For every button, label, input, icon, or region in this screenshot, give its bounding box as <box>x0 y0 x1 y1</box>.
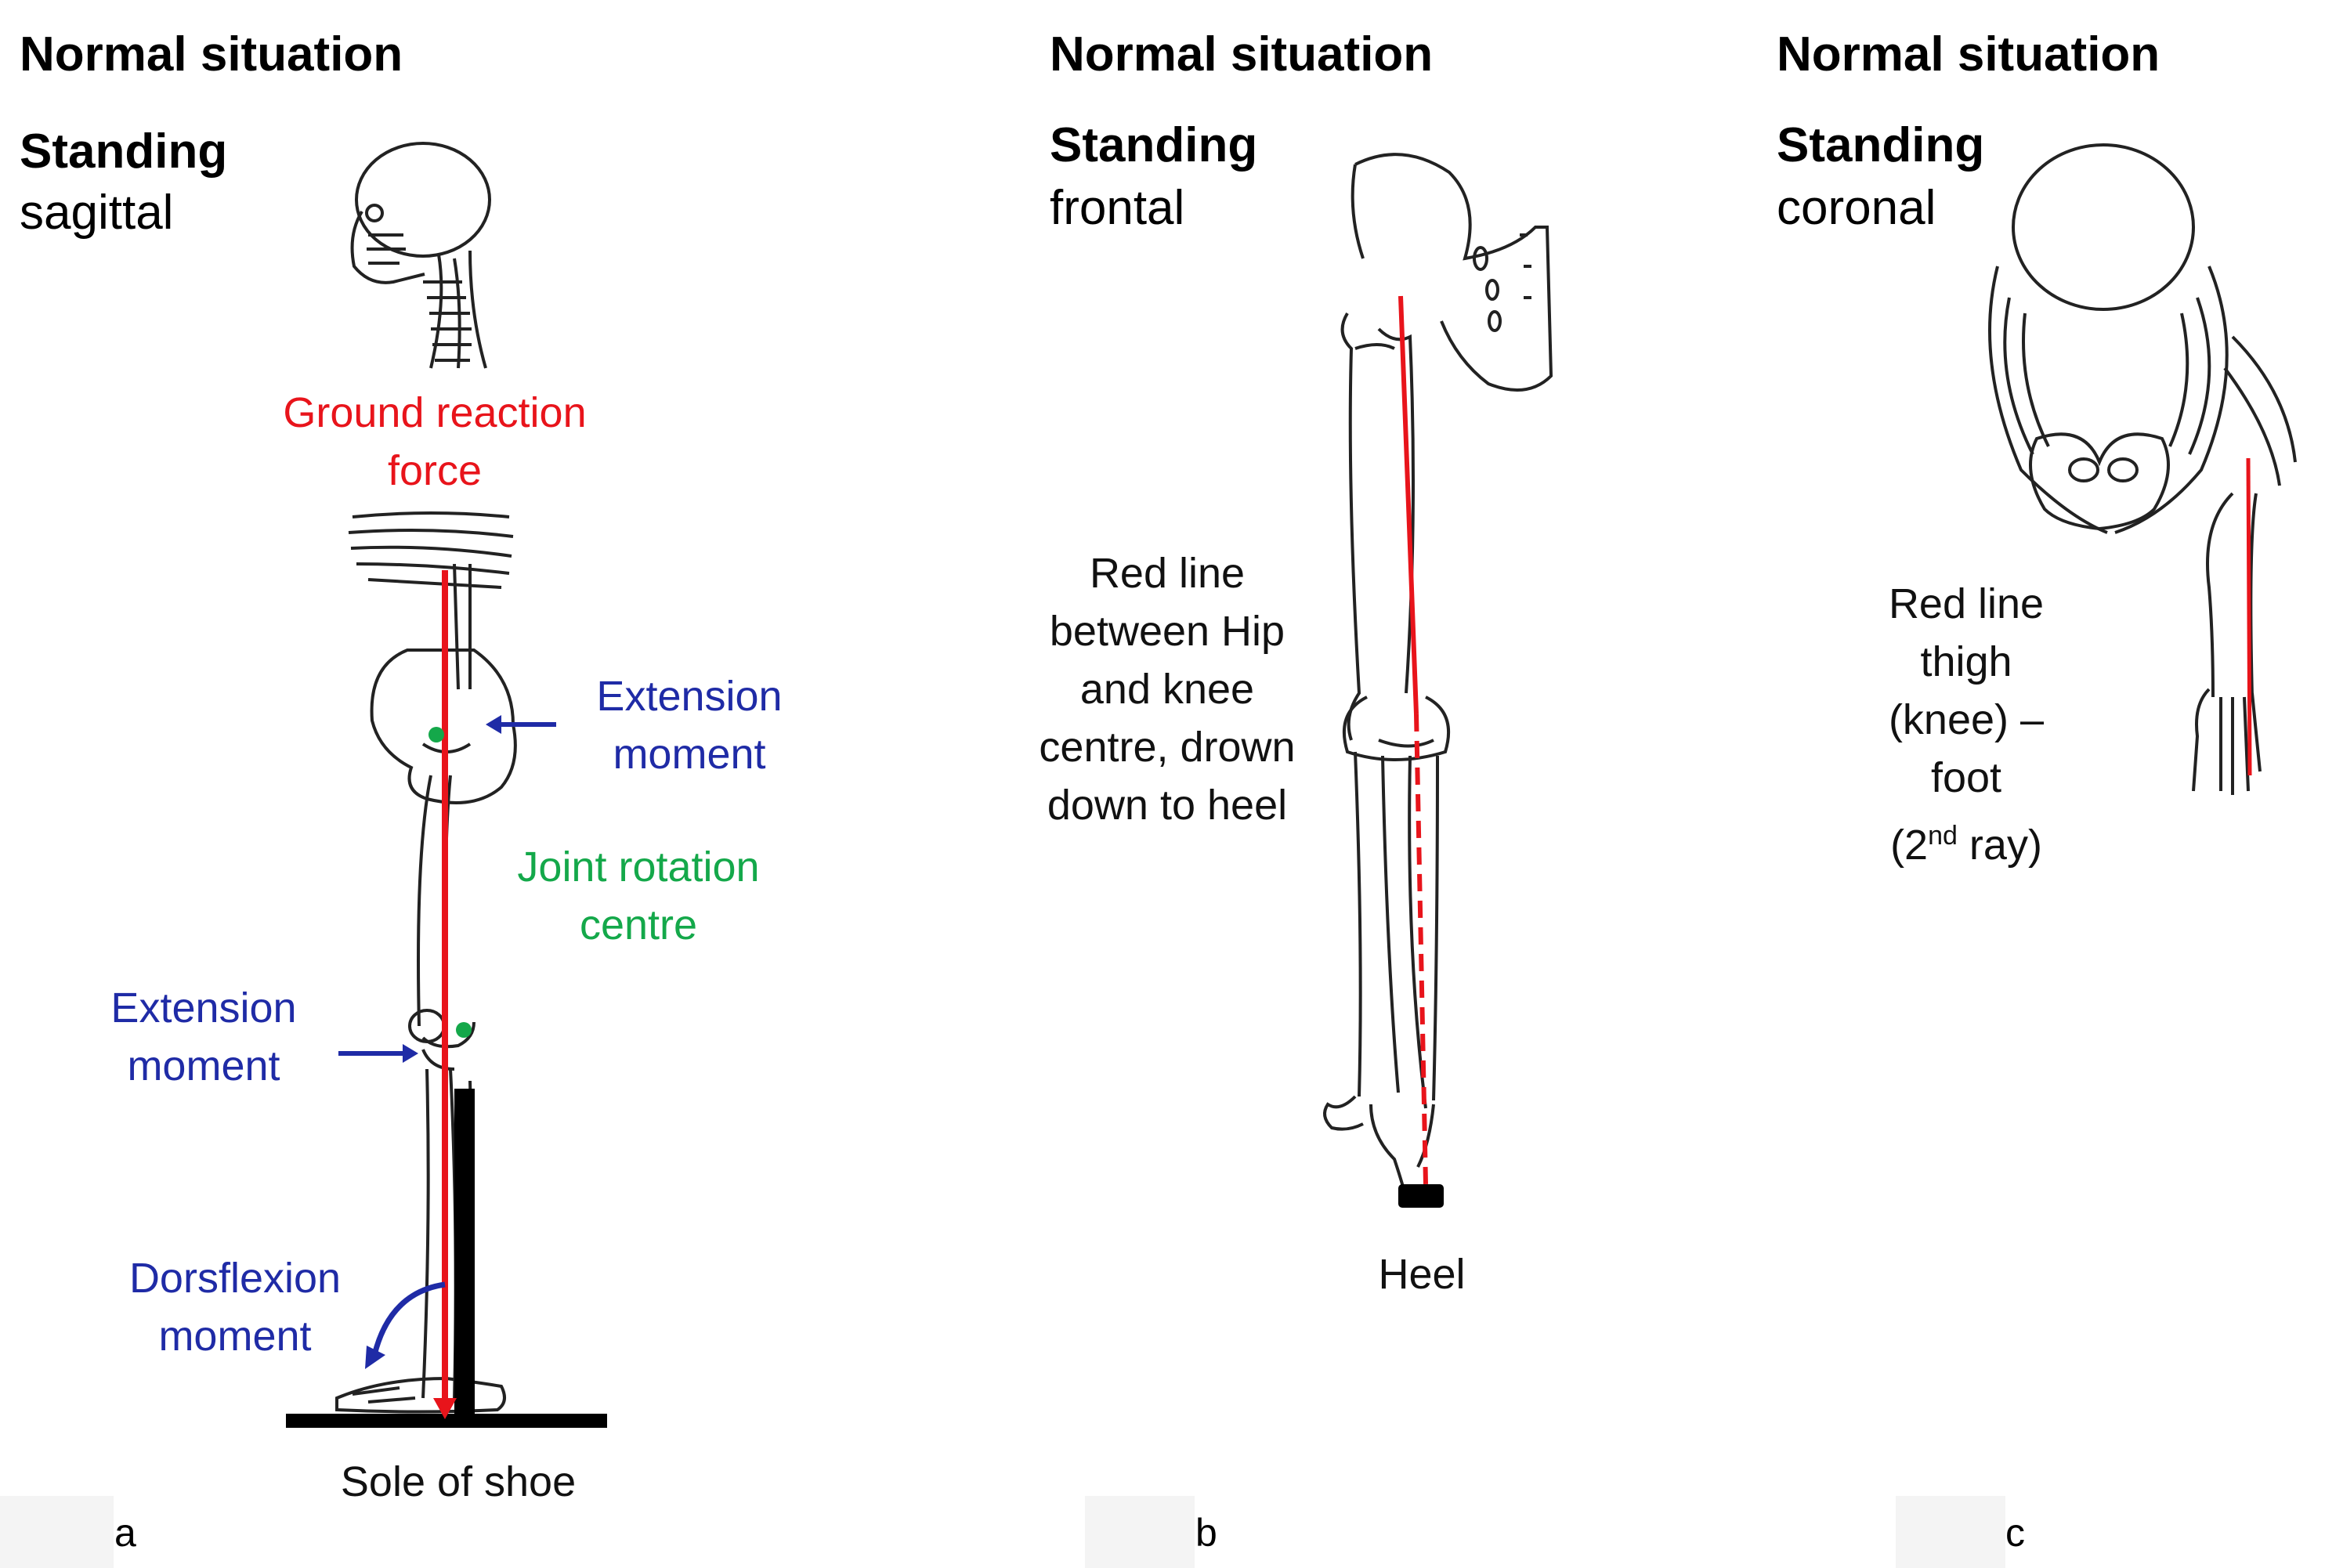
foot-sagittal-icon <box>335 1376 506 1414</box>
grf-label-line2: force <box>387 447 483 494</box>
panel-a-subheading: Standing <box>20 125 228 179</box>
hip-joint-centre-dot <box>428 727 444 742</box>
jrc-label-line1: Joint rotation <box>517 844 760 891</box>
line3-pre: (2 <box>1890 822 1929 869</box>
heel-block <box>1398 1184 1444 1208</box>
coronal-skeleton-illustration <box>1988 143 2297 795</box>
panel-c-letter: c <box>2005 1511 2025 1555</box>
panel-b-subheading: Standing <box>1050 118 1258 172</box>
panel-c-heading: Normal situation <box>1777 27 2160 81</box>
ground-reaction-force-arrowhead <box>433 1398 457 1419</box>
frontal-description-line4: centre, drown <box>1039 724 1296 771</box>
knee-extension-arrow-icon <box>338 1044 418 1063</box>
knee-extension-label-line2: moment <box>127 1042 280 1089</box>
panel-a-letter: a <box>114 1511 136 1555</box>
hip-extension-label-line1: Extension <box>596 673 783 720</box>
panel-a-letter-box <box>0 1496 114 1568</box>
panel-a-view: sagittal <box>20 186 174 240</box>
knee-heel-dashed-line <box>1414 714 1428 1185</box>
skull-top-icon <box>2012 143 2195 311</box>
panel-b-letter-box <box>1085 1496 1195 1568</box>
knee-joint-centre-dot <box>456 1022 472 1038</box>
pelvis-top-icon <box>2029 432 2170 531</box>
dorsiflexion-label-line2: moment <box>158 1313 312 1360</box>
frontal-description-line2: between Hip <box>1049 608 1285 655</box>
shoe-sole-bar <box>286 1414 607 1428</box>
frontal-description-line3: and knee <box>1079 666 1255 713</box>
panel-c-letter-box <box>1896 1496 2005 1568</box>
panel-coronal: Normal situation Standing coronal <box>1739 0 2325 1568</box>
joint-rotation-centre-label: Joint rotation centre <box>486 838 791 954</box>
foot-top-icon <box>2192 688 2262 795</box>
line3-superscript: nd <box>1928 821 1958 851</box>
ribcage-icon <box>348 511 514 690</box>
panel-b-heading: Normal situation <box>1050 27 1434 81</box>
panel-sagittal: Normal situation Standing sagittal <box>0 0 1011 1568</box>
hip-knee-solid-line <box>1398 295 1419 715</box>
sagittal-skeleton-illustration <box>286 142 607 1428</box>
frontal-description-line1: Red line <box>1089 550 1246 597</box>
panel-frontal: Normal situation Standing frontal <box>1011 0 1739 1568</box>
line3-post: ray) <box>1957 822 2042 869</box>
foot-frontal-icon <box>1323 1095 1435 1199</box>
frontal-leg-illustration <box>1323 153 1553 1208</box>
coronal-description-line3: (2nd ray) <box>1849 807 2084 874</box>
dorsiflexion-label: Dorsflexion moment <box>102 1249 368 1365</box>
skull-sagittal-icon <box>350 142 491 369</box>
knee-extension-label-line1: Extension <box>110 985 297 1031</box>
ribcage-top-icon <box>1988 266 2297 534</box>
panel-b-view: frontal <box>1050 181 1185 235</box>
dorsiflexion-label-line1: Dorsflexion <box>128 1255 342 1302</box>
ankle-foot-orthosis-shaft <box>454 1089 475 1414</box>
jrc-label-line2: centre <box>579 901 698 948</box>
panel-c-view: coronal <box>1777 181 1936 235</box>
frontal-description-label: Red line between Hip and knee centre, dr… <box>1011 544 1324 834</box>
hip-extension-label-line2: moment <box>613 731 766 778</box>
knee-frontal-icon <box>1342 695 1451 761</box>
coronal-description-line1: Red line thigh <box>1888 580 2045 685</box>
knee-extension-label: Extension moment <box>86 979 321 1095</box>
leg-top-icon <box>2206 492 2258 698</box>
coronal-description-line2: (knee) – foot <box>1888 696 2045 801</box>
grf-label-line1: Ground reaction <box>283 389 587 436</box>
coronal-description-label: Red line thigh (knee) – foot (2nd ray) <box>1849 575 2084 874</box>
panel-c-subheading: Standing <box>1777 118 1985 172</box>
panel-b-letter: b <box>1195 1511 1217 1555</box>
hip-extension-label: Extension moment <box>572 667 807 783</box>
heel-label: Heel <box>1378 1251 1466 1298</box>
dorsiflexion-curved-arrow-icon <box>365 1281 446 1369</box>
thigh-foot-red-line <box>2246 457 2252 776</box>
hip-extension-arrow-icon <box>486 715 556 734</box>
tibia-frontal-icon <box>1354 751 1439 1109</box>
panel-a-heading: Normal situation <box>20 27 403 81</box>
frontal-description-line5: down to heel <box>1047 782 1288 829</box>
grf-label: Ground reaction force <box>259 384 611 500</box>
hemipelvis-icon <box>1351 153 1553 392</box>
sole-of-shoe-label: Sole of shoe <box>340 1458 577 1505</box>
